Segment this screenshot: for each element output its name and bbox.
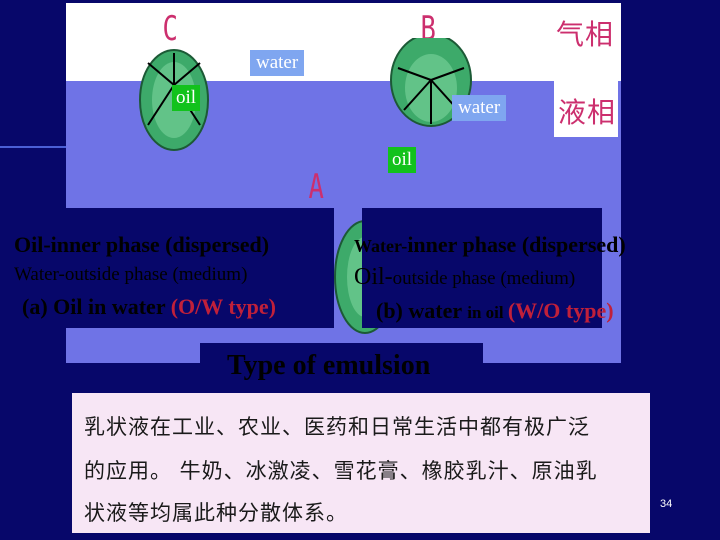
water-tag-top: water (250, 50, 305, 76)
right-line-3-b: in oil (467, 303, 508, 322)
label-a: A (308, 167, 324, 207)
left-line-3-text: (a) Oil in water (22, 294, 171, 319)
paragraph-line-2: 的应用。 牛奶、冰激凌、雪花膏、橡胶乳汁、原油乳 (84, 459, 598, 483)
gas-phase-label: 气相 (556, 18, 615, 51)
left-panel-box (6, 208, 334, 328)
right-line-2-prefix: Oil- (354, 264, 393, 290)
paragraph-line-1: 乳状液在工业、农业、医药和日常生活中都有极广泛 (84, 415, 590, 439)
left-line-1: Oil-inner phase (dispersed) (14, 232, 270, 257)
right-line-2-text: outside phase (medium) (392, 268, 576, 289)
left-line-2: Water-outside phase (medium) (14, 264, 248, 285)
right-line-1: Water-inner phase (dispersed) (354, 232, 626, 258)
left-line-3: (a) Oil in water (O/W type) (22, 294, 276, 320)
oil-tag-left: oil (172, 85, 201, 111)
label-c: C (162, 9, 178, 49)
right-line-1-prefix: Water- (354, 236, 408, 256)
right-line-3-a: (b) water (376, 298, 468, 323)
ow-type-label: (O/W type) (170, 294, 276, 319)
liquid-phase-label: 液相 (558, 96, 617, 129)
right-line-1-text: inner phase (dispersed) (407, 232, 626, 257)
wo-type-label: (W/O type) (507, 298, 614, 323)
right-line-3: (b) water in oil (W/O type) (376, 298, 614, 324)
paragraph-line-3: 状液等均属此种分散体系。 (84, 501, 348, 525)
right-panel-box (362, 208, 602, 328)
title-box (200, 343, 483, 389)
water-tag-right: water (452, 95, 507, 121)
divider-line (0, 146, 70, 148)
liquid-phase-box (554, 81, 618, 137)
description-box: 乳状液在工业、农业、医药和日常生活中都有极广泛 的应用。 牛奶、冰激凌、雪花膏、… (72, 393, 650, 533)
slide-title: Type of emulsion (227, 350, 431, 381)
oil-tag-center: oil (388, 147, 417, 173)
slide-number: 34 (660, 498, 673, 510)
right-line-2: Oil-outside phase (medium) (354, 264, 575, 291)
